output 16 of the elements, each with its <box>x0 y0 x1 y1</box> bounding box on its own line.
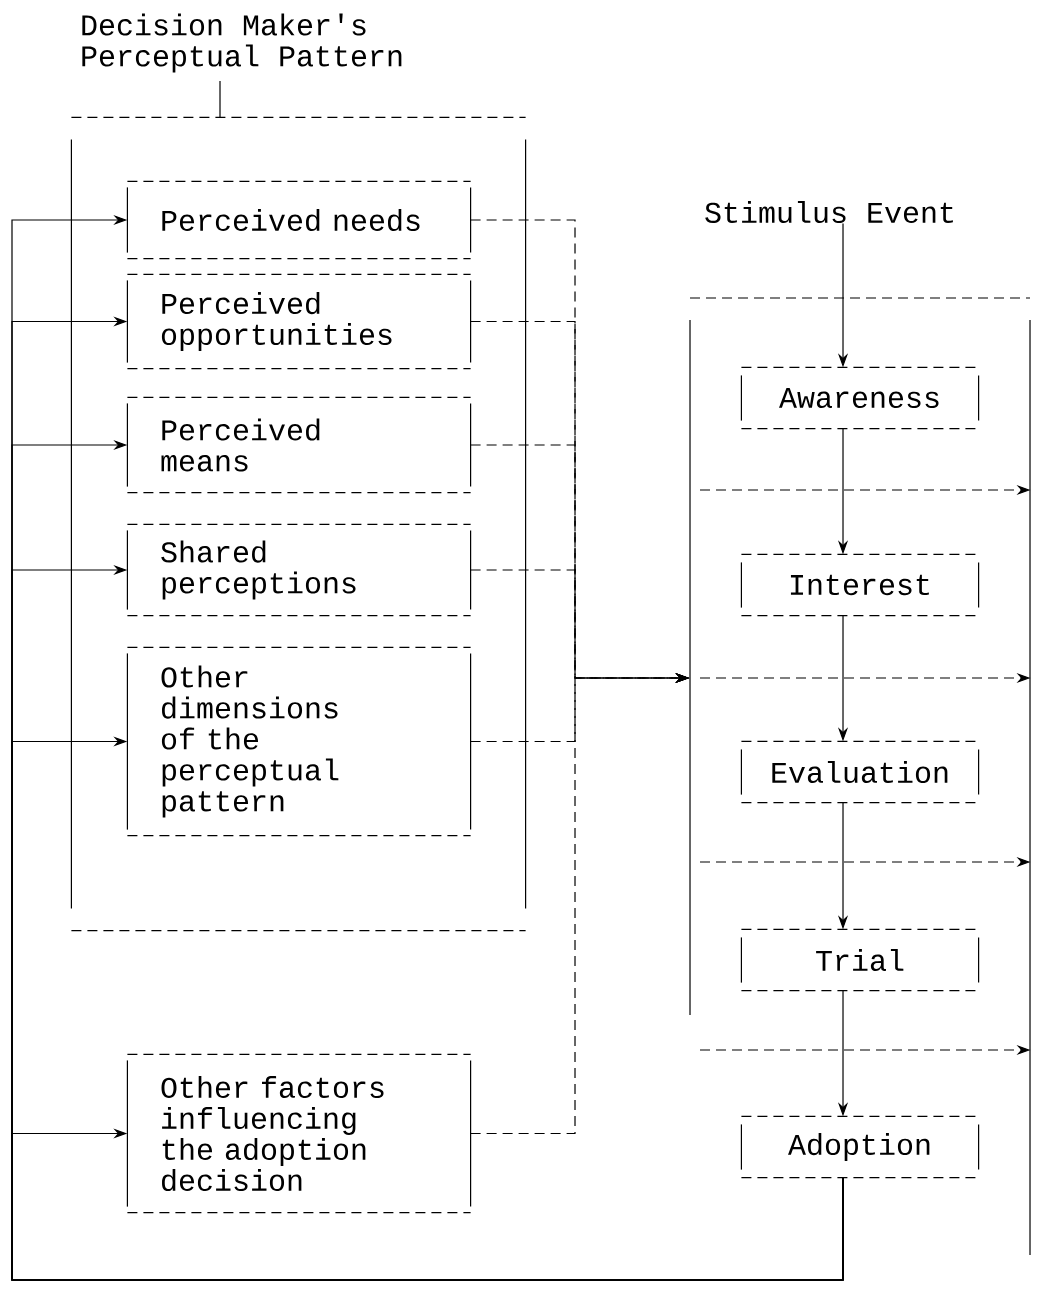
stage-box: Interest <box>740 553 980 617</box>
process-box: Other dimensions of the perceptual pattern <box>126 646 472 837</box>
process-box: Perceived means <box>126 396 472 494</box>
label-text: Decision Maker's Perceptual Pattern <box>82 13 402 73</box>
stage-box: Awareness <box>740 366 980 430</box>
stage-box: Adoption <box>740 1115 980 1179</box>
group-box <box>689 297 1031 1256</box>
group-box <box>70 116 527 932</box>
process-box: Perceived opportunities <box>126 273 472 370</box>
process-box: Other factors influencing the adoption decision <box>126 1053 472 1214</box>
label-text: Stimulus Event <box>705 201 953 223</box>
process-box: Shared perceptions <box>126 523 472 617</box>
stage-box: Evaluation <box>740 740 980 804</box>
stage-box: Trial <box>740 928 980 992</box>
arrow <box>11 1128 844 1281</box>
process-box: Perceived needs <box>126 180 472 260</box>
